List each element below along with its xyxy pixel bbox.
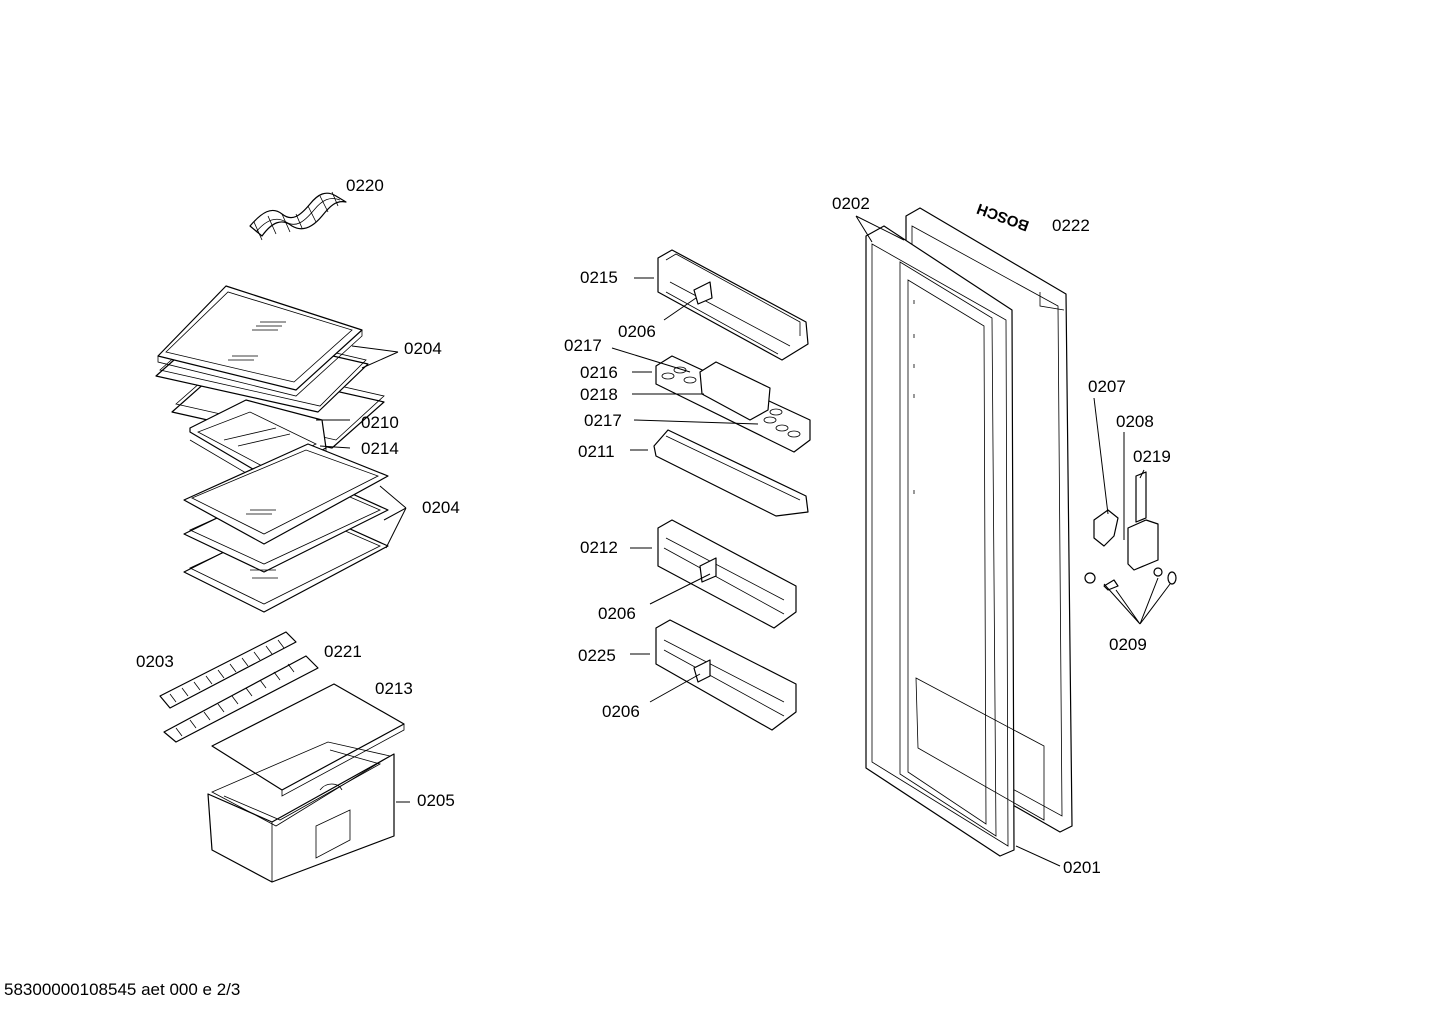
- label-0218: 0218: [580, 385, 618, 404]
- label-0208: 0208: [1116, 412, 1154, 431]
- vegetable-box-0205: [207, 741, 395, 883]
- label-0217-b: 0217: [584, 411, 622, 430]
- label-0215: 0215: [580, 268, 618, 287]
- leader-lines: [316, 215, 1171, 867]
- label-0225: 0225: [578, 646, 616, 665]
- label-0213: 0213: [375, 679, 413, 698]
- part-labels: 0220 0204 0210 0214 0204 0203 0221 0213 …: [136, 176, 1171, 877]
- label-0207: 0207: [1088, 377, 1126, 396]
- door-gasket-0202: [865, 225, 1045, 857]
- document-id: 58300000108545 aet 000 e 2/3: [4, 980, 241, 999]
- label-0206-c: 0206: [602, 702, 640, 721]
- label-0205: 0205: [417, 791, 455, 810]
- hinge-parts: [1084, 471, 1177, 591]
- label-0206-b: 0206: [598, 604, 636, 623]
- divider-strip-0221: [163, 655, 319, 743]
- door-shelf-0211: [653, 429, 809, 517]
- label-0204-upper: 0204: [404, 339, 442, 358]
- label-0217-a: 0217: [564, 336, 602, 355]
- label-0216: 0216: [580, 363, 618, 382]
- label-0211: 0211: [578, 442, 615, 461]
- wine-rack-0220: [249, 191, 347, 241]
- label-0222: 0222: [1052, 216, 1090, 235]
- glass-shelf-0204-lower: [183, 443, 389, 613]
- crisper-cover-0213: [211, 683, 405, 797]
- label-0204-lower: 0204: [422, 498, 460, 517]
- label-0203: 0203: [136, 652, 174, 671]
- label-0220: 0220: [346, 176, 384, 195]
- brand-mark: BOSCH: [975, 200, 1032, 235]
- door-shelf-0215: [657, 249, 809, 361]
- label-0210: 0210: [361, 413, 399, 432]
- label-0221: 0221: [324, 642, 362, 661]
- label-0209: 0209: [1109, 635, 1147, 654]
- door-shelf-0225: [655, 619, 797, 731]
- label-0202: 0202: [832, 194, 870, 213]
- label-0212: 0212: [580, 538, 618, 557]
- door-shelf-0212: [657, 519, 797, 629]
- label-0219: 0219: [1133, 447, 1171, 466]
- label-0214: 0214: [361, 439, 399, 458]
- divider-strip-0203: [159, 631, 297, 709]
- label-0206-a: 0206: [618, 322, 656, 341]
- label-0201: 0201: [1063, 858, 1101, 877]
- glass-shelf-0204-upper: [155, 285, 385, 449]
